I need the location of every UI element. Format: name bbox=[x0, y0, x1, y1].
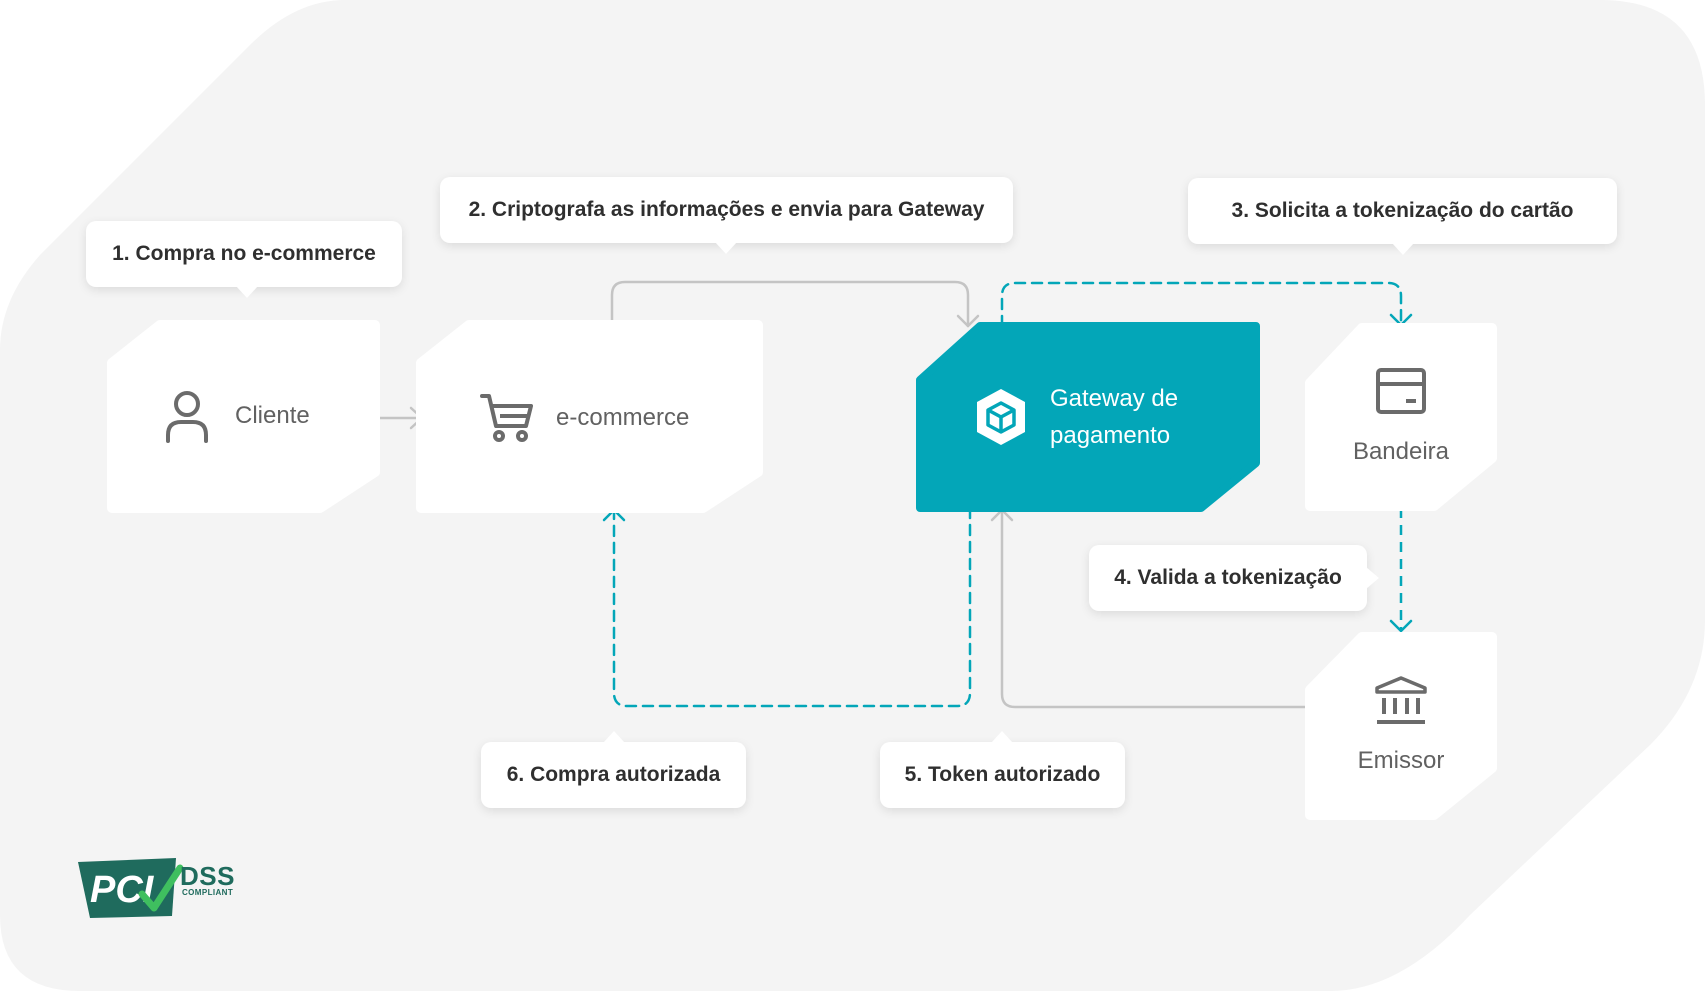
pci-logo-text: PCI bbox=[90, 869, 155, 911]
pci-compliant-text: COMPLIANT bbox=[182, 888, 234, 897]
callout-tail bbox=[991, 731, 1013, 743]
step-6-label: 6. Compra autorizada bbox=[506, 763, 721, 786]
callout-tail bbox=[603, 731, 625, 743]
step-4-callout: 4. Valida a tokenização bbox=[1089, 545, 1379, 611]
pci-dss-logo: PCI bbox=[78, 858, 184, 918]
node-cliente-box bbox=[107, 320, 380, 513]
pci-dss-text: DSS bbox=[180, 861, 235, 891]
callout-tail bbox=[715, 242, 737, 254]
card-icon bbox=[1376, 368, 1426, 414]
cube-hexagon-icon bbox=[977, 389, 1025, 445]
bank-icon bbox=[1375, 676, 1427, 724]
step-1-callout: 1. Compra no e-commerce bbox=[86, 221, 402, 298]
shopping-cart-icon bbox=[480, 394, 533, 442]
node-cliente-label: Cliente bbox=[235, 402, 310, 429]
node-gateway-box bbox=[916, 322, 1260, 512]
step-1-label: 1. Compra no e-commerce bbox=[112, 242, 376, 265]
callout-tail bbox=[236, 286, 258, 298]
node-bandeira-label: Bandeira bbox=[1352, 438, 1450, 465]
arrow-ecommerce-to-gateway bbox=[610, 280, 980, 328]
node-ecommerce-box bbox=[416, 320, 763, 513]
step-5-callout: 5. Token autorizado bbox=[880, 731, 1125, 808]
node-bandeira-box bbox=[1305, 323, 1497, 511]
node-gateway-label-line1: Gateway de bbox=[1050, 385, 1179, 412]
step-3-callout: 3. Solicita a tokenização do cartão bbox=[1188, 178, 1617, 255]
node-gateway-label: Gateway de pagamento bbox=[1050, 380, 1178, 454]
step-5-label: 5. Token autorizado bbox=[904, 763, 1101, 786]
step-3-label: 3. Solicita a tokenização do cartão bbox=[1231, 199, 1574, 222]
arrowhead-emissor bbox=[1389, 619, 1413, 633]
node-emissor-box bbox=[1305, 632, 1497, 820]
step-6-callout: 6. Compra autorizada bbox=[481, 731, 746, 808]
arrow-cliente-to-ecommerce bbox=[375, 406, 424, 430]
step-2-callout: 2. Criptografa as informações e envia pa… bbox=[440, 177, 1013, 254]
dashed-arrow-gateway-to-ecommerce bbox=[612, 506, 972, 708]
step-2-label: 2. Criptografa as informações e envia pa… bbox=[468, 198, 985, 221]
node-emissor-label: Emissor bbox=[1357, 747, 1445, 774]
node-ecommerce-label: e-commerce bbox=[556, 404, 690, 431]
node-gateway-label-line2: pagamento bbox=[1050, 422, 1171, 449]
step-4-label: 4. Valida a tokenização bbox=[1114, 566, 1342, 589]
callout-tail bbox=[1366, 567, 1379, 589]
callout-tail bbox=[1392, 243, 1414, 255]
user-icon bbox=[166, 391, 208, 443]
node-ecommerce: e-commerce bbox=[480, 392, 689, 444]
node-cliente: Cliente bbox=[165, 389, 310, 443]
dashed-arrow-gateway-to-bandeira bbox=[1000, 281, 1403, 328]
